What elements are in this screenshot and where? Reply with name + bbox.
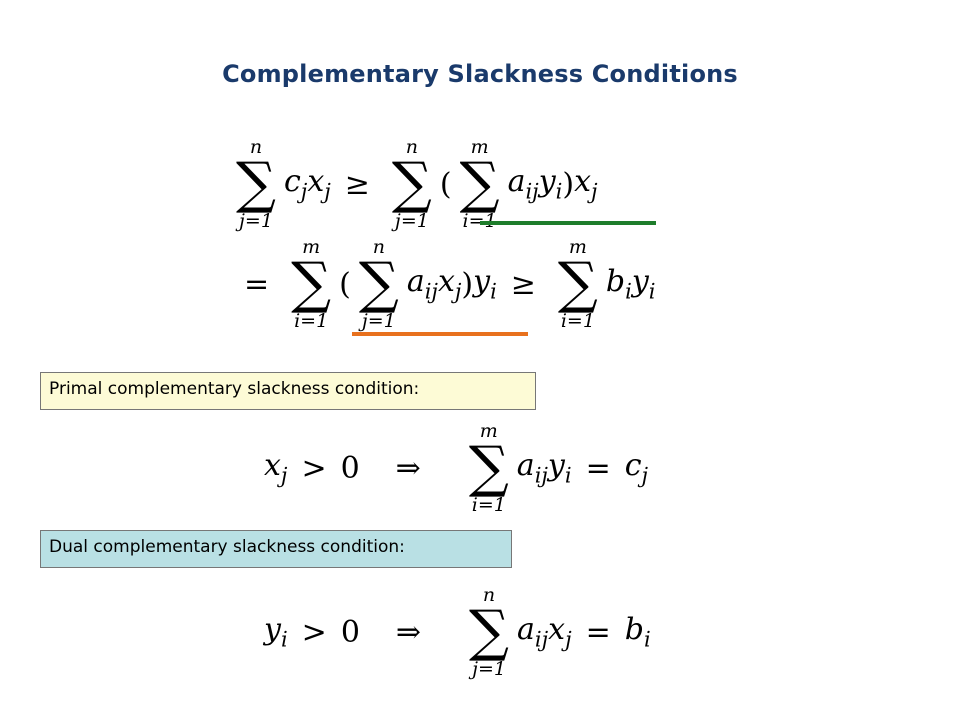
summation-i: m ∑ i=1: [468, 420, 509, 516]
implies-symbol: ⇒: [395, 614, 422, 650]
term-cj: cj: [624, 448, 649, 488]
page-title: Complementary Slackness Conditions: [222, 60, 738, 88]
dual-condition-equation: yi > 0 ⇒ n ∑ j=1 aijxj = bi: [264, 584, 651, 680]
left-paren: (: [439, 166, 452, 202]
right-paren: ): [562, 166, 575, 202]
left-paren: (: [339, 266, 351, 302]
gt-symbol: >: [301, 450, 327, 486]
equation-line-1: n ∑ j=1 cjxj ≥ n ∑ j=1 ( m ∑ i=1 aijyi )…: [228, 136, 598, 232]
implies-symbol: ⇒: [395, 450, 421, 486]
equals-symbol: =: [585, 450, 611, 486]
summation-j: n ∑ j=1: [391, 136, 432, 232]
zero: 0: [340, 614, 360, 650]
term-aij-xj: aijxj: [517, 612, 572, 652]
right-paren: ): [461, 266, 474, 302]
dual-condition-label: Dual complementary slackness condition:: [40, 530, 512, 568]
equals-symbol: =: [585, 614, 611, 650]
term-cj-xj: cjxj: [283, 164, 331, 204]
primal-condition-label: Primal complementary slackness condition…: [40, 372, 536, 410]
zero: 0: [340, 450, 360, 486]
geq-symbol: ≥: [510, 266, 536, 302]
geq-symbol: ≥: [344, 166, 370, 202]
green-underline: [480, 221, 656, 225]
term-yi: yi: [473, 264, 497, 304]
summation-j: n ∑ j=1: [358, 236, 399, 332]
term-xj: xj: [264, 448, 288, 488]
summation-j: n ∑ j=1: [469, 584, 510, 680]
term-aij-yi: aijyi: [507, 164, 563, 204]
equation-line-2: = m ∑ i=1 ( n ∑ j=1 aijxj ) yi ≥ m ∑ i=1…: [244, 236, 656, 332]
equals-symbol: =: [244, 266, 270, 302]
summation-i: m ∑ i=1: [557, 236, 598, 332]
term-xj: xj: [574, 164, 598, 204]
gt-symbol: >: [301, 614, 327, 650]
summation-j: n ∑ j=1: [236, 136, 276, 232]
term-bi-yi: biyi: [605, 264, 656, 304]
primal-condition-equation: xj > 0 ⇒ m ∑ i=1 aijyi = cj: [264, 420, 648, 516]
term-yi: yi: [264, 612, 288, 652]
summation-i: m ∑ i=1: [459, 136, 500, 232]
orange-underline: [352, 332, 528, 336]
term-aij-xj: aijxj: [406, 264, 462, 304]
term-aij-yi: aijyi: [516, 448, 572, 488]
summation-i: m ∑ i=1: [291, 236, 332, 332]
term-bi: bi: [624, 612, 651, 652]
